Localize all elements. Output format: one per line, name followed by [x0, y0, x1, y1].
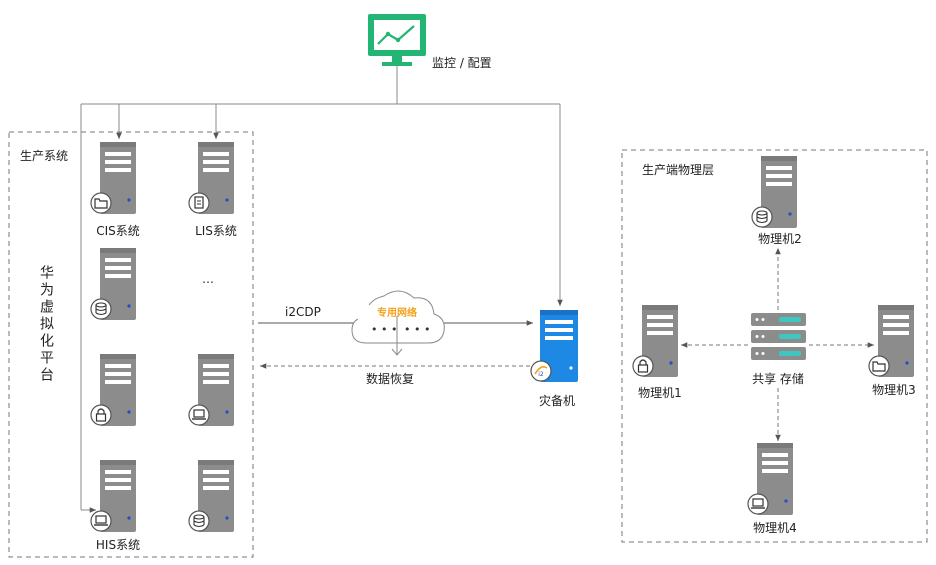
physical-machine-4-label: 物理机4 — [753, 521, 797, 535]
server-his-label: HIS系统 — [96, 538, 140, 552]
storage-links — [681, 248, 874, 441]
physical-machine-4 — [747, 443, 793, 515]
server-laptop — [188, 354, 234, 426]
platform-label: 华为虚拟化平台 — [38, 265, 54, 384]
replication-label: i2CDP — [285, 305, 321, 319]
backup-label: 灾备机 — [539, 393, 575, 408]
shared-storage-label: 共享 存储 — [752, 371, 804, 386]
monitor-links — [80, 66, 563, 513]
network-label: 专用网络 — [377, 306, 417, 319]
more-servers-ellipsis: … — [202, 272, 214, 286]
physical-machine-3-label: 物理机3 — [872, 383, 916, 397]
server-his — [90, 460, 136, 532]
svg-text:i2: i2 — [538, 371, 544, 378]
cloud-dots-right: • • • — [404, 323, 430, 336]
server-cis — [90, 142, 136, 214]
server-lis-label: LIS系统 — [195, 224, 237, 238]
server-db-2 — [188, 460, 234, 532]
production-system-title: 生产系统 — [20, 149, 68, 163]
server-lock — [90, 354, 136, 426]
server-cis-label: CIS系统 — [96, 224, 140, 238]
cloud-icon — [351, 290, 445, 356]
recovery-label: 数据恢复 — [366, 371, 414, 386]
server-lis — [188, 142, 234, 214]
shared-storage-icon — [751, 313, 806, 360]
server-db — [90, 248, 136, 320]
backup-server-icon: i2 — [530, 310, 578, 382]
monitor-label: 监控 / 配置 — [432, 56, 492, 70]
physical-machine-1 — [632, 305, 678, 377]
physical-machine-1-label: 物理机1 — [638, 386, 682, 400]
physical-layer-title: 生产端物理层 — [642, 163, 714, 177]
physical-machine-2-label: 物理机2 — [758, 232, 802, 246]
physical-layer-box — [621, 149, 928, 543]
physical-machine-2 — [751, 156, 797, 228]
monitor-icon — [368, 14, 426, 66]
physical-machine-3 — [868, 305, 914, 377]
production-system-box — [8, 131, 254, 558]
cloud-dots-left: • • • — [371, 323, 397, 336]
